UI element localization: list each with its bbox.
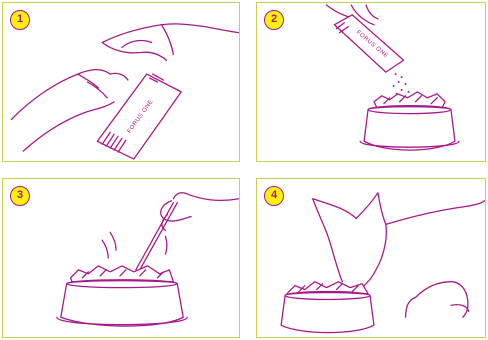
- step-4-panel: 4: [256, 178, 486, 338]
- mix-food-illustration: [3, 179, 239, 337]
- food-bowl: [360, 92, 459, 150]
- cat-eating-illustration: [257, 179, 485, 337]
- step-1-panel: 1 FORUS ONE: [2, 2, 240, 162]
- packet: FORUS ONE: [334, 15, 403, 72]
- food-bowl: [57, 266, 187, 326]
- step-3-panel: 3: [2, 178, 240, 338]
- step-2-panel: 2 FORUS ONE: [256, 2, 486, 162]
- packet: FORUS ONE: [97, 74, 181, 159]
- tear-packet-illustration: FORUS ONE: [3, 3, 239, 161]
- pour-powder-illustration: FORUS ONE: [257, 3, 485, 161]
- food-bowl: [281, 282, 374, 333]
